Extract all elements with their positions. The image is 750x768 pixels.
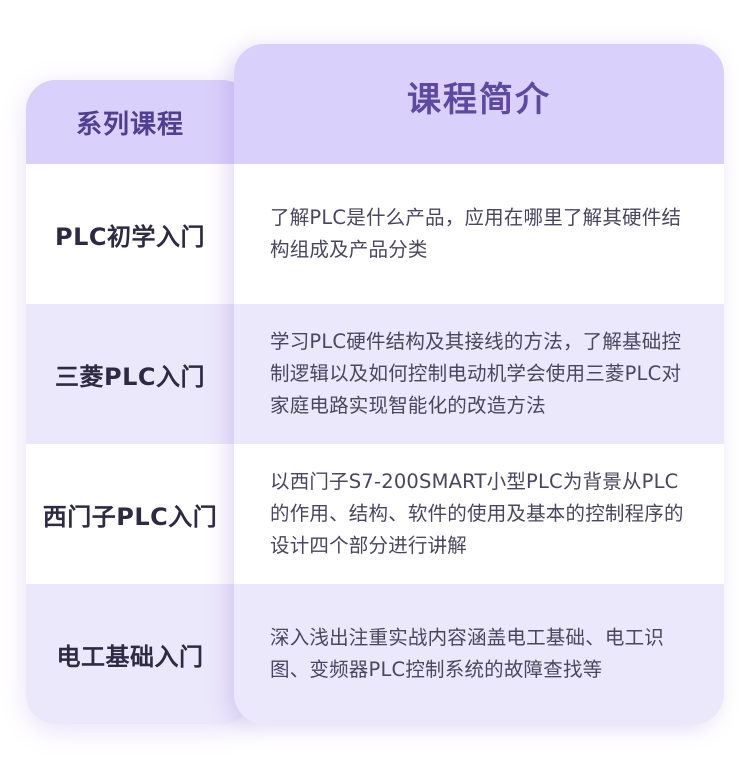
course-intro-header: 课程简介 [234,44,724,164]
course-intro-text: 深入浅出注重实战内容涵盖电工基础、电工识图、变频器PLC控制系统的故障查找等 [270,626,665,681]
course-intro-row: 深入浅出注重实战内容涵盖电工基础、电工识图、变频器PLC控制系统的故障查找等 [234,584,724,724]
course-intro-text: 了解PLC是什么产品，应用在哪里了解其硬件结构组成及产品分类 [270,206,682,261]
course-intro-row: 了解PLC是什么产品，应用在哪里了解其硬件结构组成及产品分类 [234,164,724,304]
course-name-siemens-plc: 西门子PLC入门 [26,444,252,584]
course-name-mitsubishi-plc: 三菱PLC入门 [26,304,252,444]
series-courses-header: 系列课程 [26,80,252,164]
course-intro-card: 课程简介 了解PLC是什么产品，应用在哪里了解其硬件结构组成及产品分类 学习PL… [234,44,724,724]
course-name-electrician-basics: 电工基础入门 [26,584,252,724]
series-courses-card: 系列课程 PLC初学入门 三菱PLC入门 西门子PLC入门 电工基础入门 [26,80,252,724]
course-intro-row: 学习PLC硬件结构及其接线的方法，了解基础控制逻辑以及如何控制电动机学会使用三菱… [234,304,724,444]
course-intro-text: 以西门子S7-200SMART小型PLC为背景从PLC的作用、结构、软件的使用及… [270,470,684,557]
course-intro-row: 以西门子S7-200SMART小型PLC为背景从PLC的作用、结构、软件的使用及… [234,444,724,584]
course-name-plc-beginner: PLC初学入门 [26,164,252,304]
course-intro-text: 学习PLC硬件结构及其接线的方法，了解基础控制逻辑以及如何控制电动机学会使用三菱… [270,330,682,417]
